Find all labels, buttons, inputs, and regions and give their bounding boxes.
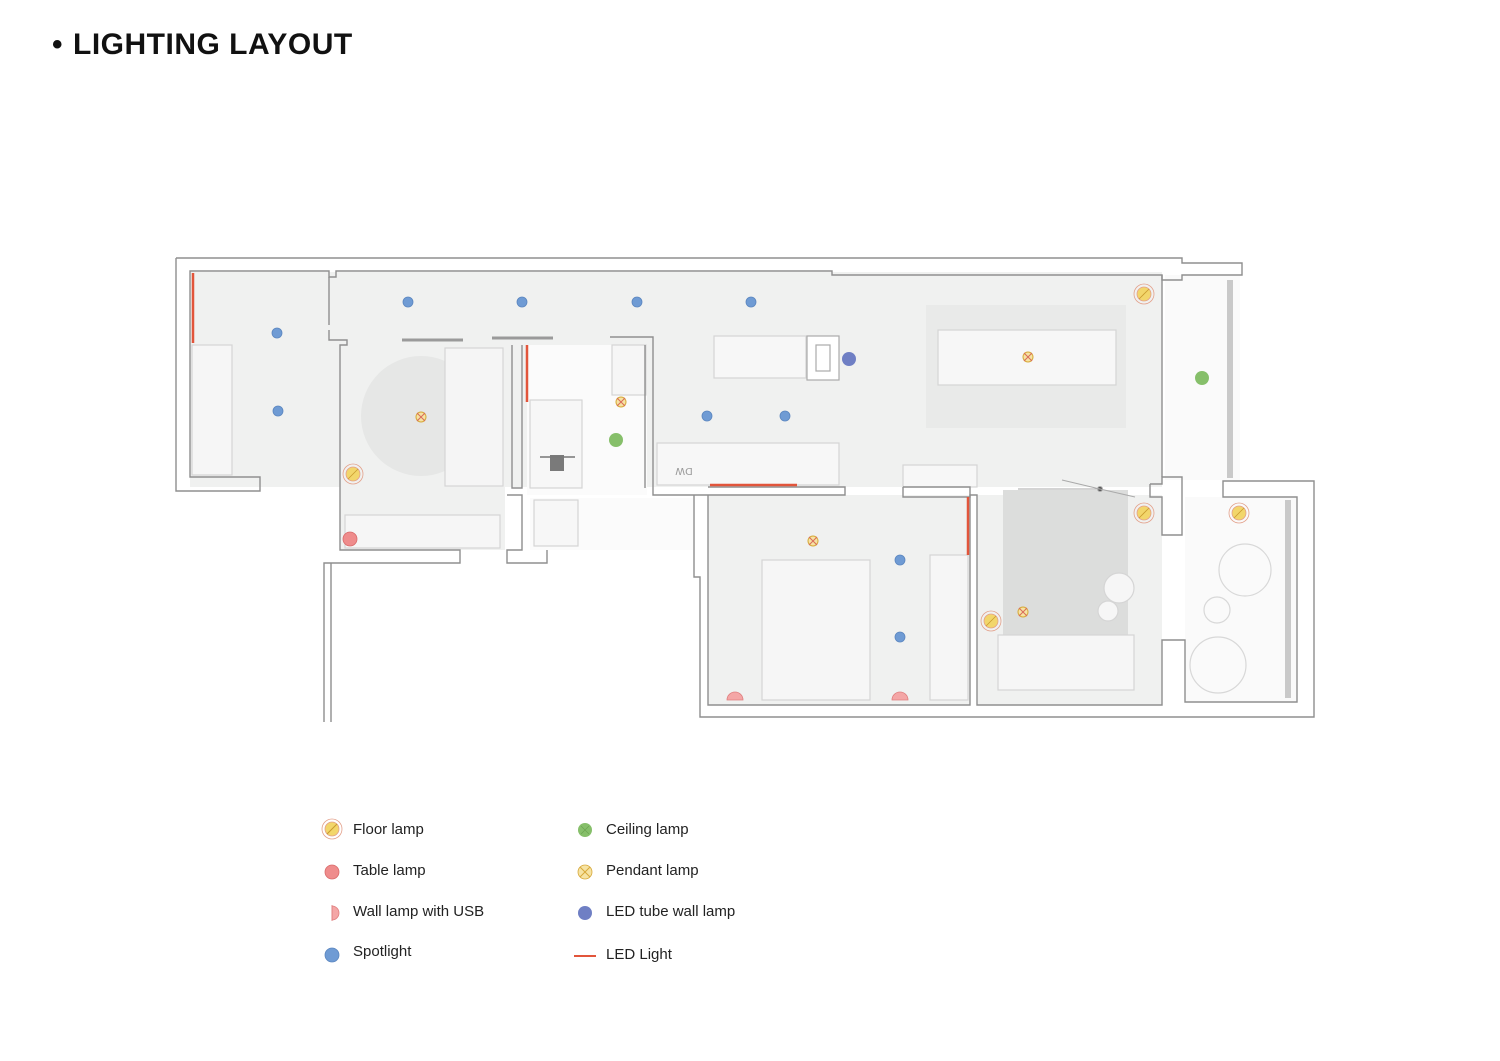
led-tube-wall-lamp-icon (578, 906, 592, 920)
legend-label-wall-lamp-usb: Wall lamp with USB (353, 902, 485, 920)
spotlight-marker (402, 296, 414, 308)
wall-lamps-usb (726, 691, 909, 701)
legend-item-ceiling-lamp: Ceiling lamp (572, 817, 689, 841)
floor-lamp-marker (1133, 502, 1155, 524)
pendant-lamp-icon (577, 864, 593, 880)
legend-item-wall-lamp-usb: Wall lamp with USB (319, 899, 484, 923)
pendant-lamp-marker (415, 411, 427, 423)
floor-lamp-marker (342, 463, 364, 485)
legend-label-table-lamp: Table lamp (353, 861, 426, 879)
spotlight-marker (894, 554, 906, 566)
legend-label-ceiling-lamp: Ceiling lamp (606, 820, 689, 838)
title-bullet: • (52, 28, 64, 61)
pendant-lamps (415, 351, 1034, 618)
wall-lamp-usb-marker (891, 691, 909, 701)
table-lamp-marker (342, 531, 358, 547)
legend-label-spotlight: Spotlight (353, 942, 412, 960)
walls (175, 257, 1315, 722)
legend-label-floor-lamp: Floor lamp (353, 820, 424, 838)
floor-lamp-marker (1133, 283, 1155, 305)
pendant-lamp-marker (615, 396, 627, 408)
ceiling-lamp-marker (1195, 371, 1209, 385)
wall-lamp-usb-icon (331, 905, 340, 921)
spotlight-icon (324, 947, 340, 963)
wall-lamp-usb-marker (726, 691, 744, 701)
ceiling-lamp-marker (609, 433, 623, 447)
pendant-lamp-marker (1022, 351, 1034, 363)
floor-lamp-icon (321, 818, 343, 840)
spotlight-marker (631, 296, 643, 308)
spotlight-marker (745, 296, 757, 308)
legend-label-pendant-lamp: Pendant lamp (606, 861, 699, 879)
dishwasher-label: DW (675, 465, 693, 476)
pendant-lamp-marker (1017, 606, 1029, 618)
floor-lamp-marker (980, 610, 1002, 632)
table-lamp-icon (324, 864, 340, 880)
legend-item-pendant-lamp: Pendant lamp (572, 858, 699, 882)
legend-item-table-lamp: Table lamp (319, 858, 426, 882)
spotlight-marker (271, 327, 283, 339)
led-tube-wall-lamp-marker (842, 352, 856, 366)
terrace-area (1165, 275, 1297, 702)
spotlight-marker (894, 631, 906, 643)
spotlight-marker (701, 410, 713, 422)
legend-item-spotlight: Spotlight (319, 939, 411, 963)
page-title: • LIGHTING LAYOUT (52, 28, 353, 62)
pendant-lamp-marker (807, 535, 819, 547)
led-light-icon (574, 955, 596, 957)
spotlight-marker (272, 405, 284, 417)
legend-label-led-light: LED Light (606, 945, 672, 963)
window-sills (402, 336, 553, 342)
legend-label-led-tube-wall-lamp: LED tube wall lamp (606, 902, 736, 920)
title-text: LIGHTING LAYOUT (73, 28, 353, 61)
spotlight-marker (779, 410, 791, 422)
spotlight-marker (516, 296, 528, 308)
floor-lamp-marker (1228, 502, 1250, 524)
ceiling-lamps (609, 371, 1209, 447)
ceiling-fan (1018, 479, 1136, 498)
spotlights (271, 296, 906, 643)
led-light-strips (191, 273, 970, 555)
legend-item-floor-lamp: Floor lamp (319, 817, 424, 841)
legend-item-led-tube-wall-lamp: LED tube wall lamp (572, 899, 735, 923)
legend-item-led-light: LED Light (572, 942, 672, 966)
floor-lamps (342, 283, 1250, 632)
ceiling-lamp-icon (578, 823, 592, 837)
